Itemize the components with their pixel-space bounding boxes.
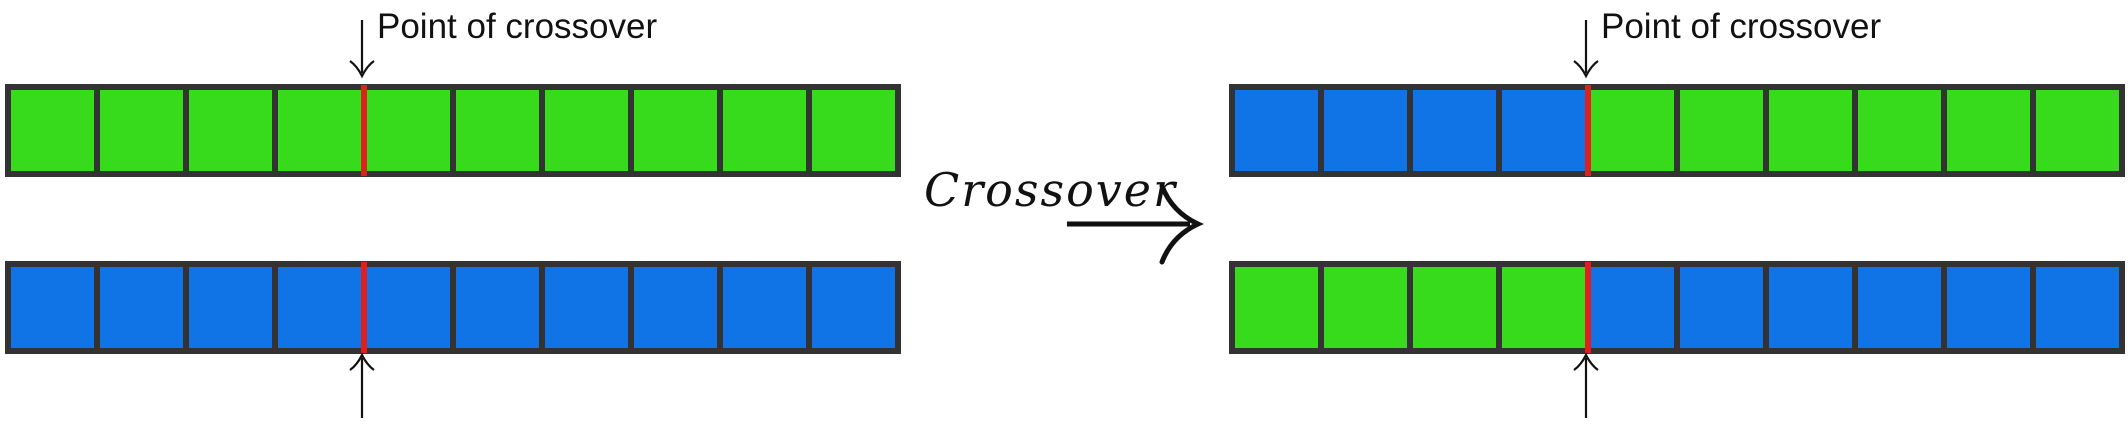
gene-cell-green — [183, 84, 278, 177]
parent-crossover-label: Point of crossover — [377, 7, 657, 46]
gene-cell-blue — [717, 261, 812, 354]
gene-cell-green — [1229, 261, 1324, 354]
crossover-operation-label: Crossover — [924, 163, 1178, 217]
gene-cell-blue — [628, 261, 723, 354]
gene-cell-blue — [450, 261, 545, 354]
gene-cell-green — [1763, 84, 1858, 177]
gene-cell-green — [1318, 261, 1413, 354]
gene-cell-green — [272, 84, 367, 177]
offspring-crossover-label: Point of crossover — [1601, 7, 1881, 46]
gene-cell-blue — [1763, 261, 1858, 354]
gene-cell-green — [361, 84, 456, 177]
gene-cell-blue — [1852, 261, 1947, 354]
parent-chromosome-1 — [5, 84, 901, 177]
gene-cell-green — [1674, 84, 1769, 177]
gene-cell-green — [1496, 261, 1591, 354]
gene-cell-blue — [539, 261, 634, 354]
gene-cell-blue — [2030, 261, 2125, 354]
parent-crossover-pointer-top — [349, 20, 375, 79]
crossover-arrow-icon — [1067, 183, 1204, 265]
gene-cell-green — [1585, 84, 1680, 177]
gene-cell-blue — [1318, 84, 1413, 177]
gene-cell-blue — [1407, 84, 1502, 177]
gene-cell-green — [1407, 261, 1502, 354]
gene-cell-green — [806, 84, 901, 177]
parent-crossover-pointer-bottom — [349, 352, 375, 418]
gene-cell-green — [2030, 84, 2125, 177]
offspring-crossover-pointer-bottom — [1573, 352, 1599, 418]
gene-cell-blue — [1585, 261, 1680, 354]
gene-cell-green — [1852, 84, 1947, 177]
gene-cell-blue — [361, 261, 456, 354]
gene-cell-blue — [183, 261, 278, 354]
gene-cell-green — [1941, 84, 2036, 177]
parent-chromosome-2 — [5, 261, 901, 354]
gene-cell-green — [628, 84, 723, 177]
gene-cell-green — [717, 84, 812, 177]
offspring-chromosome-1 — [1229, 84, 2125, 177]
gene-cell-green — [539, 84, 634, 177]
gene-cell-blue — [5, 261, 100, 354]
gene-cell-green — [450, 84, 545, 177]
offspring-chromosome-2 — [1229, 261, 2125, 354]
gene-cell-blue — [1674, 261, 1769, 354]
gene-cell-green — [5, 84, 100, 177]
gene-cell-blue — [94, 261, 189, 354]
gene-cell-blue — [1496, 84, 1591, 177]
offspring-crossover-pointer-top — [1573, 20, 1599, 79]
gene-cell-green — [94, 84, 189, 177]
gene-cell-blue — [1229, 84, 1324, 177]
gene-cell-blue — [272, 261, 367, 354]
gene-cell-blue — [1941, 261, 2036, 354]
gene-cell-blue — [806, 261, 901, 354]
